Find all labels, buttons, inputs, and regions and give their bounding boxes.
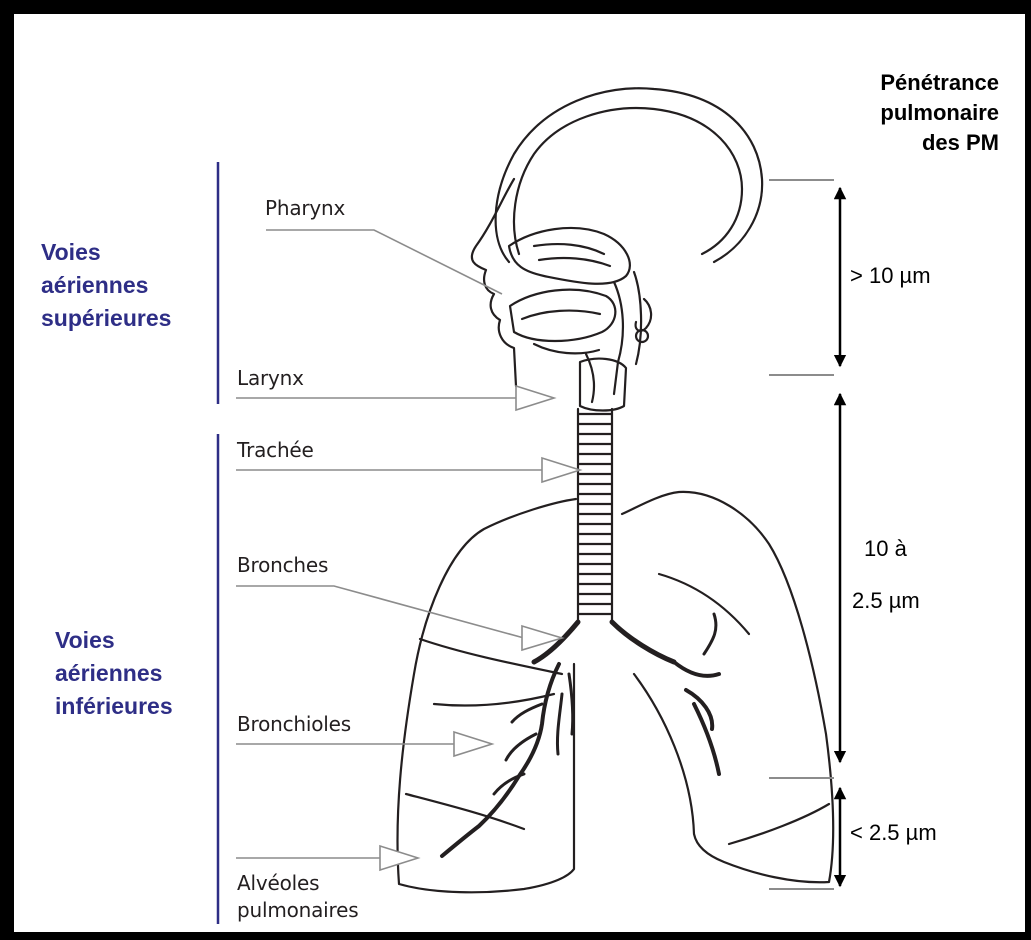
bronchiole-tree xyxy=(442,664,559,856)
nasal-cavity xyxy=(509,228,630,284)
bronchi-label: Bronches xyxy=(237,553,328,577)
ear xyxy=(636,299,651,331)
diagram-title: Pénétrance pulmonaire des PM xyxy=(794,68,999,158)
larynx-shape xyxy=(580,359,626,411)
lower-airways-label: Voies aériennes inférieures xyxy=(55,624,173,723)
trachea-arrow xyxy=(542,458,580,482)
medium-size-label-line2: 2.5 µm xyxy=(852,588,920,614)
right-lung-outline xyxy=(622,492,833,882)
diagram-frame: Pénétrance pulmonaire des PM Voies aérie… xyxy=(14,14,1025,932)
pharynx-label: Pharynx xyxy=(265,196,345,220)
alveoli-label-line2: pulmonaires xyxy=(237,898,358,922)
upper-airways-label: Voies aériennes supérieures xyxy=(41,236,171,335)
trachea-label: Trachée xyxy=(237,438,314,462)
trachea-rings xyxy=(579,414,611,614)
coarse-size-label: > 10 µm xyxy=(850,263,931,289)
fine-size-label: < 2.5 µm xyxy=(850,820,937,846)
larynx-arrow xyxy=(516,386,554,410)
alveoli-label-line1: Alvéoles xyxy=(237,871,319,895)
medium-size-label-line1: 10 à xyxy=(864,536,907,562)
bronchioles-arrow xyxy=(454,732,492,756)
bronchi-pointer xyxy=(236,586,524,638)
bronchi-shape xyxy=(534,622,674,662)
bronchioles-label: Bronchioles xyxy=(237,712,351,736)
head-outline xyxy=(496,88,763,262)
larynx-label: Larynx xyxy=(237,366,304,390)
pharynx-pointer xyxy=(266,230,502,294)
skull-inner xyxy=(514,108,742,254)
mouth-cavity xyxy=(510,290,615,341)
